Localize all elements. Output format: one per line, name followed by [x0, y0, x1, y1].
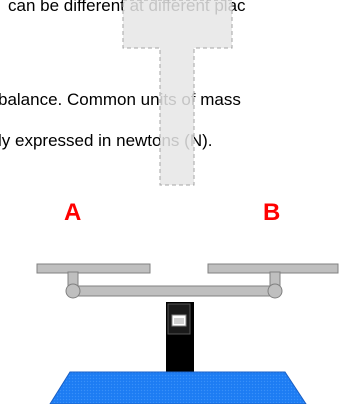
joint-left: [65, 283, 81, 299]
balance-base: [49, 371, 307, 404]
balance-beam: [69, 285, 279, 297]
pan-b-label: B: [263, 199, 281, 226]
pan-a: [36, 263, 151, 274]
body-text-line-3: ly expressed in newtons (N).: [0, 131, 213, 150]
joint-right: [267, 283, 283, 299]
pan-a-label: A: [64, 199, 82, 226]
pivot-needle: [174, 318, 184, 324]
drag-placeholder-shape[interactable]: [122, 0, 233, 186]
